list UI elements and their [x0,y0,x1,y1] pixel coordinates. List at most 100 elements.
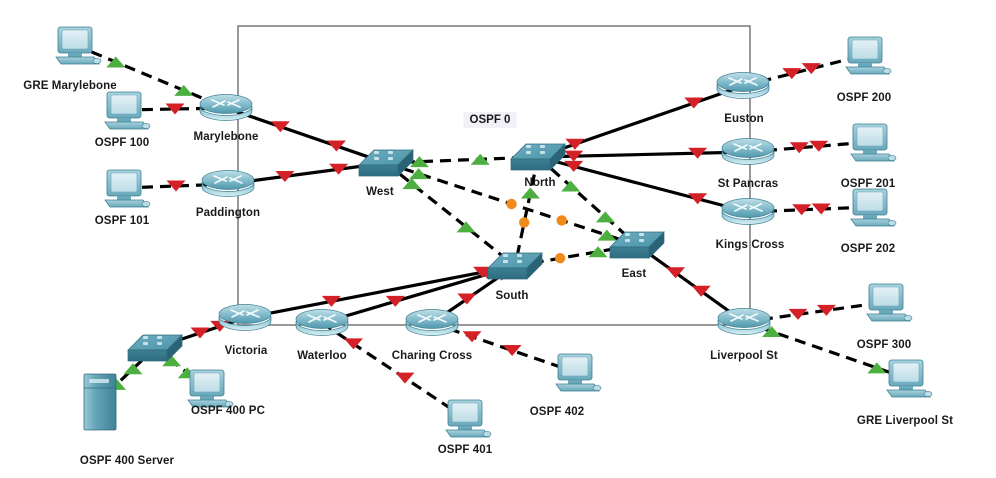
node-ospf-202[interactable] [850,188,897,227]
router-body [201,181,255,197]
router-arrows-glyph [230,309,260,318]
link-marker-red-triangle [792,204,812,216]
node-marylebone[interactable] [199,94,253,121]
link-west--south [385,161,516,268]
switch-port-led [503,260,508,263]
node-ospf-100[interactable] [104,91,151,130]
node-euston[interactable] [716,72,770,99]
node-ospf-300[interactable] [866,283,913,322]
pc-screen [110,172,138,193]
node-label-west: West [366,186,394,198]
link-victoria--south [244,264,516,320]
pc-screen [872,286,900,307]
link-gre-marylebone--marylebone [74,43,227,110]
links-layer [74,43,907,420]
pc-keyboard [886,389,931,398]
link-marker-red-triangle [691,285,711,297]
node-victoria[interactable] [218,304,272,331]
node-st-pancras[interactable] [721,138,775,165]
pc-screen [61,29,89,50]
link-marker-red-triangle [343,338,363,350]
node-waterloo[interactable] [295,309,349,336]
router-arrows-glyph [307,314,337,323]
link-marker-red-triangle [502,344,522,356]
node-ospf-400-pc[interactable] [187,369,234,408]
node-south[interactable] [487,252,543,280]
node-label-paddington: Paddington [195,207,261,219]
node-label-euston: Euston [724,113,764,125]
link-north--euston [537,84,744,159]
router-top [716,72,770,92]
node-ospf-400-sw[interactable] [127,334,183,362]
pc-keyboard [850,218,895,227]
router-arrows-glyph [213,175,243,184]
node-ospf-101[interactable] [104,169,151,208]
node-kings-cross[interactable] [721,198,775,225]
pc-mouse [887,155,897,161]
pc-stand [200,396,214,400]
link-marker-red-triangle [809,140,829,152]
pc-stand [117,118,131,122]
link-marker-red-triangle [782,68,802,80]
switch-front-face [609,246,650,259]
link-marker-green-triangle [106,56,126,68]
link-marker-red-triangle [565,138,585,150]
switch-port-led [540,145,545,148]
switch-side-face [549,143,566,171]
switch-side-face [166,334,183,362]
node-ospf-201[interactable] [850,123,897,162]
node-label-waterloo: Waterloo [297,350,347,362]
node-label-ospf-201: OSPF 201 [840,178,896,190]
node-label-ospf-100: OSPF 100 [94,137,150,149]
node-charing-cross[interactable] [405,309,459,336]
pc-stand [568,380,582,384]
pc-stand [458,426,472,430]
link-marker-red-triangle [666,267,686,279]
link-marker-red-triangle [789,142,809,154]
link-marylebone--west [225,106,387,165]
pc-screen [561,356,589,377]
node-gre-liverpool[interactable] [886,359,933,398]
node-north[interactable] [510,143,566,171]
node-label-south: South [495,290,529,302]
router-body [721,209,775,225]
node-label-gre-liverpool: GRE Liverpool St [856,415,954,427]
pc-stand [899,386,913,390]
link-marker-green-triangle [409,156,429,168]
node-ospf-401[interactable] [445,399,492,438]
link-marker-orange-dot [556,215,567,226]
node-gre-marylebone[interactable] [55,26,102,65]
node-east[interactable] [609,231,665,259]
switch-port-led [526,145,531,148]
switch-side-face [526,252,543,280]
node-liverpool-st[interactable] [717,308,771,335]
link-marker-green-triangle [456,221,476,233]
node-ospf-400-server[interactable] [83,373,117,431]
link-marker-red-triangle [788,308,808,320]
node-label-east: East [621,268,647,280]
link-marker-red-triangle [166,180,186,192]
node-label-ospf-401: OSPF 401 [437,444,493,456]
link-marker-green-triangle [470,153,490,165]
router-top [201,170,255,190]
pc-screen [856,126,884,147]
node-ospf-402[interactable] [555,353,602,392]
node-paddington[interactable] [201,170,255,197]
switch-port-led [157,336,162,339]
switch-port-led [503,254,508,257]
switch-port-led [625,239,630,242]
node-west[interactable] [358,149,414,177]
node-ospf-200[interactable] [845,36,892,75]
pc-keyboard [55,56,100,65]
link-marker-red-triangle [190,327,210,339]
router-top [721,198,775,218]
link-marker-red-triangle [326,140,346,152]
link-marker-red-triangle [395,372,415,384]
pc-mouse [592,385,602,391]
pc-keyboard [104,199,149,208]
link-marker-red-triangle [165,103,185,115]
switch-port-led [639,239,644,242]
router-top [717,308,771,328]
